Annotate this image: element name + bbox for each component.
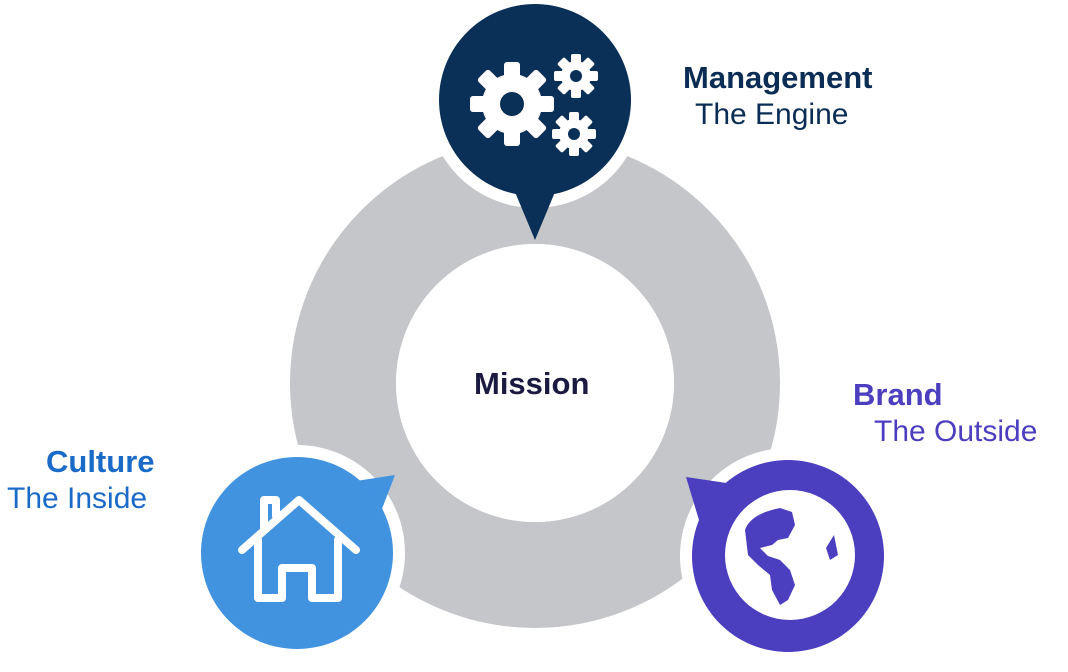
house-icon (238, 496, 360, 602)
center-label: Mission (474, 366, 590, 401)
brand-title: Brand (853, 377, 943, 412)
management-node (427, 0, 643, 240)
management-subtitle: The Engine (695, 98, 849, 131)
culture-title: Culture (46, 444, 155, 479)
culture-subtitle: The Inside (7, 482, 148, 515)
brand-node (680, 448, 896, 664)
center-circle (396, 244, 674, 522)
brand-subtitle: The Outside (874, 415, 1038, 448)
management-title: Management (683, 60, 873, 95)
gears-icon (470, 54, 598, 156)
globe-icon (725, 490, 855, 620)
culture-node (189, 445, 405, 661)
